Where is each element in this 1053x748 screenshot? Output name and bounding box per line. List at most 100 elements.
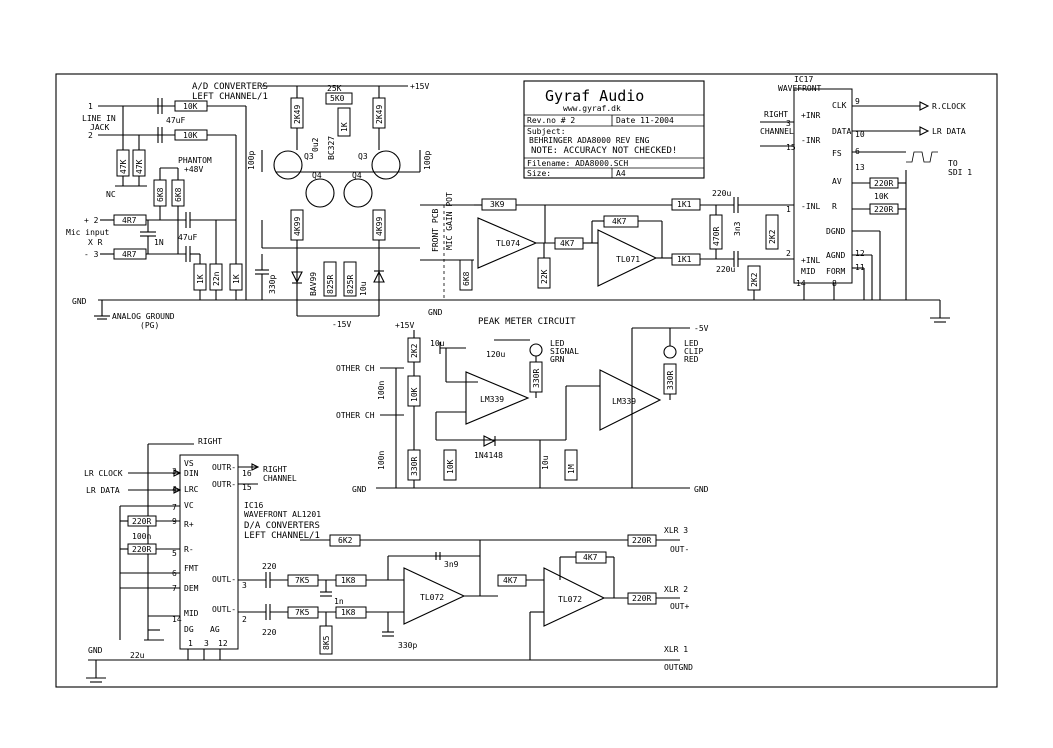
peak-meter-section: PEAK METER CIRCUIT +15V 2K2 10K 330R 10K… bbox=[336, 317, 709, 494]
svg-text:4K7: 4K7 bbox=[503, 576, 518, 585]
svg-text:6K8: 6K8 bbox=[174, 187, 183, 202]
channel-ch2-label: CHANNEL bbox=[263, 474, 297, 483]
svg-text:3: 3 bbox=[242, 581, 247, 590]
analog-ground-label: ANALOG GROUND bbox=[112, 312, 175, 321]
svg-text:OUTL-: OUTL- bbox=[212, 575, 236, 584]
filename: Filename: ADA8000.SCH bbox=[527, 159, 628, 168]
ad-section: A/D CONVERTERS LEFT CHANNEL/1 1 2 LINE I… bbox=[66, 82, 940, 330]
plus15-peak: +15V bbox=[395, 321, 414, 330]
svg-text:100p: 100p bbox=[423, 151, 432, 170]
svg-text:AG: AG bbox=[210, 625, 220, 634]
svg-text:10: 10 bbox=[855, 130, 865, 139]
svg-text:10K: 10K bbox=[183, 131, 198, 140]
svg-text:10u: 10u bbox=[359, 281, 368, 296]
svg-text:BAV99: BAV99 bbox=[309, 272, 318, 296]
svg-text:VC: VC bbox=[184, 501, 194, 510]
ic16-body bbox=[179, 454, 239, 650]
subject-desc: BEHRINGER ADA8000 REV ENG bbox=[529, 136, 650, 145]
svg-text:2K49: 2K49 bbox=[375, 105, 384, 124]
svg-text:+INL: +INL bbox=[801, 256, 820, 265]
svg-text:DGND: DGND bbox=[826, 227, 845, 236]
svg-text:NC: NC bbox=[106, 190, 116, 199]
ic16-wavefront: WAVEFRONT AL1201 bbox=[244, 510, 321, 519]
xlr2-label: XLR 2 bbox=[664, 585, 688, 594]
svg-text:14: 14 bbox=[172, 615, 182, 624]
svg-text:4K7: 4K7 bbox=[612, 217, 627, 226]
svg-text:3n9: 3n9 bbox=[444, 560, 459, 569]
svg-text:DG: DG bbox=[184, 625, 194, 634]
svg-text:14: 14 bbox=[796, 279, 806, 288]
svg-text:5: 5 bbox=[172, 549, 177, 558]
accuracy-note: NOTE: ACCURACY NOT CHECKED! bbox=[531, 146, 677, 156]
led-green-l1: LED bbox=[550, 339, 565, 348]
svg-text:VS: VS bbox=[184, 459, 194, 468]
svg-text:AGND: AGND bbox=[826, 251, 845, 260]
svg-text:+INR: +INR bbox=[801, 111, 820, 120]
svg-text:CLK: CLK bbox=[832, 101, 847, 110]
svg-text:1K: 1K bbox=[232, 274, 241, 284]
plus15-top: +15V bbox=[410, 82, 429, 91]
svg-text:7: 7 bbox=[172, 503, 177, 512]
svg-text:220R: 220R bbox=[874, 205, 893, 214]
svg-text:22K: 22K bbox=[540, 269, 549, 284]
svg-text:22u: 22u bbox=[130, 651, 145, 660]
svg-text:825R: 825R bbox=[346, 275, 355, 294]
lr-data-label: LR DATA bbox=[932, 127, 966, 136]
led-green-l3: GRN bbox=[550, 355, 565, 364]
svg-text:330R: 330R bbox=[666, 371, 675, 390]
svg-text:3: 3 bbox=[786, 119, 791, 128]
svg-text:OUTL-: OUTL- bbox=[212, 605, 236, 614]
subject-label: Subject: bbox=[527, 127, 566, 136]
out-plus-label: OUT+ bbox=[670, 602, 689, 611]
svg-text:Q4: Q4 bbox=[352, 171, 362, 180]
svg-text:10K: 10K bbox=[874, 192, 889, 201]
pg-label: (PG) bbox=[140, 321, 159, 330]
revision: Rev.no # 2 bbox=[527, 116, 575, 125]
lm339b-label: LM339 bbox=[612, 397, 636, 406]
svg-text:100p: 100p bbox=[247, 151, 256, 170]
svg-text:4R7: 4R7 bbox=[122, 250, 137, 259]
svg-text:470R: 470R bbox=[712, 227, 721, 246]
svg-text:4R7: 4R7 bbox=[122, 216, 137, 225]
svg-text:10u: 10u bbox=[430, 339, 445, 348]
svg-text:6K8: 6K8 bbox=[462, 271, 471, 286]
ic17-body bbox=[793, 88, 853, 284]
phantom-label: PHANTOM bbox=[178, 156, 212, 165]
ic17-section: IC17 WAVEFRONT +INR -INR -INL +INL MID F… bbox=[760, 75, 972, 323]
date: Date 11-2004 bbox=[616, 116, 674, 125]
svg-text:120u: 120u bbox=[486, 350, 505, 359]
led-red-l3: RED bbox=[684, 355, 699, 364]
svg-text:7K5: 7K5 bbox=[295, 576, 310, 585]
ic17-label: IC17 bbox=[794, 75, 813, 84]
lm339a-label: LM339 bbox=[480, 395, 504, 404]
svg-text:16: 16 bbox=[242, 469, 252, 478]
led-red-l1: LED bbox=[684, 339, 699, 348]
gnd-da-label: GND bbox=[88, 646, 103, 655]
to-label: TO bbox=[948, 159, 958, 168]
svg-text:47K: 47K bbox=[135, 159, 144, 174]
svg-text:100n: 100n bbox=[132, 532, 151, 541]
minus15-label: -15V bbox=[332, 320, 351, 329]
ic16-label: IC16 bbox=[244, 501, 263, 510]
svg-text:2K2: 2K2 bbox=[410, 343, 419, 358]
svg-text:100n: 100n bbox=[377, 381, 386, 400]
svg-text:4K7: 4K7 bbox=[583, 553, 598, 562]
svg-text:1: 1 bbox=[786, 205, 791, 214]
svg-text:GND: GND bbox=[352, 485, 367, 494]
mic-input-label: Mic input bbox=[66, 228, 110, 237]
svg-text:13: 13 bbox=[855, 163, 865, 172]
svg-text:2K2: 2K2 bbox=[750, 272, 759, 287]
sheet-format: A4 bbox=[616, 169, 626, 178]
svg-text:12: 12 bbox=[218, 639, 228, 648]
svg-text:1N: 1N bbox=[154, 238, 164, 247]
svg-text:47uF: 47uF bbox=[166, 116, 185, 125]
svg-text:OUTR-: OUTR- bbox=[212, 480, 236, 489]
svg-text:LRC: LRC bbox=[184, 485, 199, 494]
rclock-label: R.CLOCK bbox=[932, 102, 966, 111]
svg-text:15: 15 bbox=[786, 143, 796, 152]
svg-text:4K7: 4K7 bbox=[560, 239, 575, 248]
company-name: Gyraf Audio bbox=[545, 87, 644, 105]
other-ch-b-label: OTHER CH bbox=[336, 411, 375, 420]
out-minus-label: OUT- bbox=[670, 545, 689, 554]
da-title-1: D/A CONVERTERS bbox=[244, 521, 320, 531]
